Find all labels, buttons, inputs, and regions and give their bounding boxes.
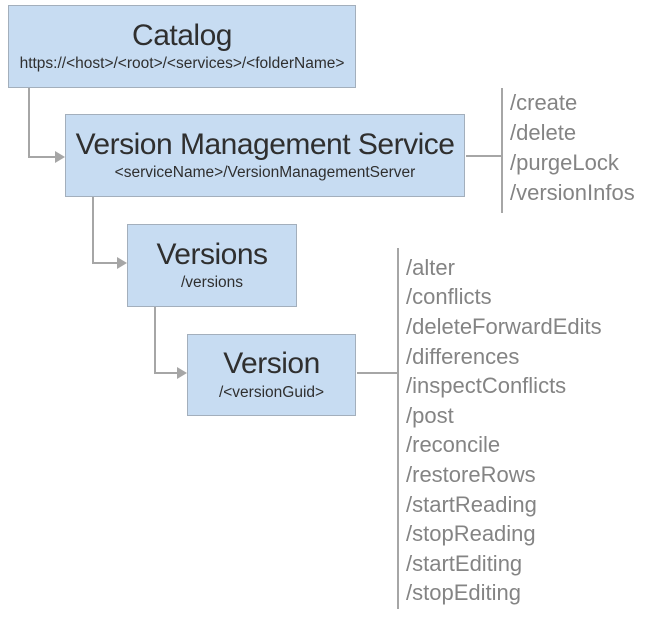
versions-path: /versions	[180, 274, 244, 292]
connector-catalog-to-service-horizontal	[28, 156, 57, 158]
catalog-node: Catalog https://<host>/<root>/<services>…	[8, 5, 356, 88]
version-path: /<versionGuid>	[218, 383, 325, 401]
connector-catalog-to-service-vertical	[28, 88, 30, 158]
versions-title: Versions	[156, 237, 268, 271]
connector-version-to-operations	[357, 372, 397, 374]
version-management-service-path: <serviceName>/VersionManagementServer	[114, 164, 416, 182]
connector-versions-to-version-horizontal	[154, 372, 179, 374]
operation-item: /inspectConflicts	[406, 373, 567, 399]
operation-item: /purgeLock	[510, 150, 619, 175]
arrowhead-to-service-icon	[55, 151, 65, 163]
operation-item: /startReading	[406, 491, 537, 517]
arrowhead-to-version-icon	[177, 367, 187, 379]
operation-item: /versionInfos	[510, 180, 635, 205]
version-operations-bracket	[397, 248, 399, 609]
version-operations-list: /alter/conflicts/deleteForwardEdits/diff…	[406, 253, 602, 608]
operation-item: /differences	[406, 343, 520, 369]
versions-node: Versions /versions	[127, 224, 297, 307]
operation-item: /startEditing	[406, 550, 523, 576]
operation-item: /delete	[510, 120, 577, 145]
operation-item: /conflicts	[406, 284, 492, 310]
version-management-service-title: Version Management Service	[75, 127, 455, 161]
operation-item: /create	[510, 90, 578, 115]
connector-service-to-versions-horizontal	[92, 262, 119, 264]
operation-item: /alter	[406, 254, 455, 280]
operation-item: /stopEditing	[406, 580, 521, 606]
catalog-url: https://<host>/<root>/<services>/<folder…	[19, 55, 345, 73]
version-management-service-node: Version Management Service <serviceName>…	[65, 114, 465, 197]
operation-item: /post	[406, 402, 454, 428]
connector-versions-to-version-vertical	[154, 307, 156, 374]
version-title: Version	[223, 347, 320, 381]
service-operations-list: /create/delete/purgeLock/versionInfos	[510, 88, 635, 208]
operation-item: /reconcile	[406, 432, 501, 458]
service-operations-bracket	[501, 88, 503, 213]
connector-service-to-operations	[466, 155, 502, 157]
version-node: Version /<versionGuid>	[187, 334, 356, 416]
operation-item: /stopReading	[406, 521, 536, 547]
operation-item: /deleteForwardEdits	[406, 313, 602, 339]
operation-item: /restoreRows	[406, 461, 536, 487]
arrowhead-to-versions-icon	[117, 257, 127, 269]
connector-service-to-versions-vertical	[92, 197, 94, 264]
catalog-title: Catalog	[132, 18, 232, 52]
